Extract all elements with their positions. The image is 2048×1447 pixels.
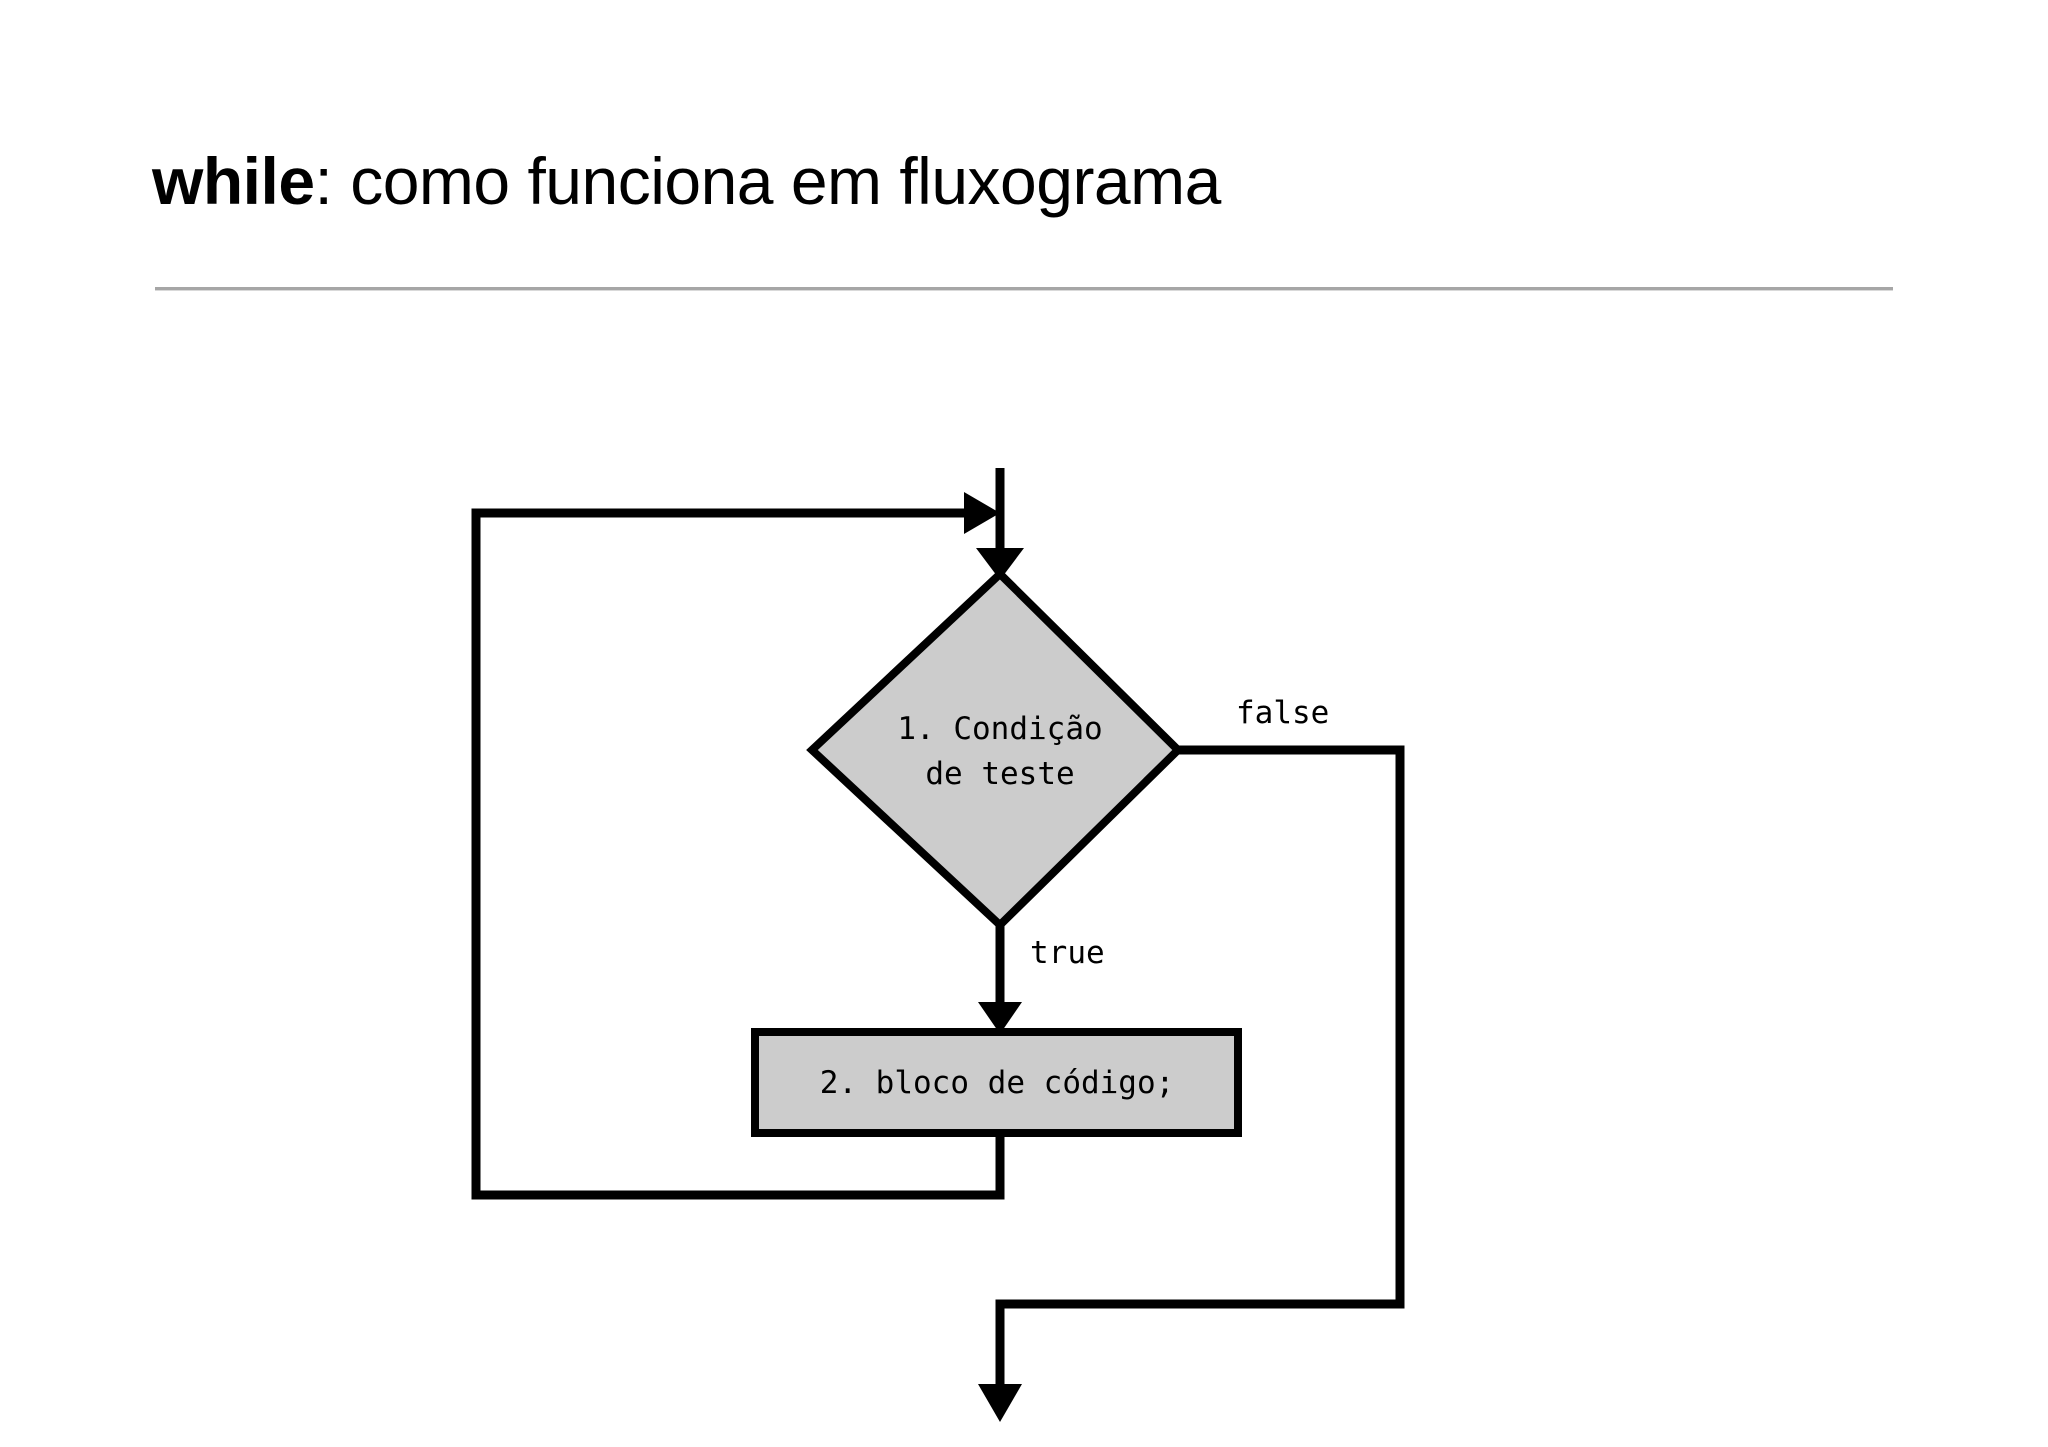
- edge-label-false: false: [1236, 695, 1330, 731]
- true-branch-connector: [978, 925, 1022, 1034]
- title-keyword: while: [152, 144, 315, 218]
- edge-label-true: true: [1030, 935, 1105, 971]
- false-branch-connector: [978, 745, 1405, 1422]
- entry-connector: [976, 468, 1024, 580]
- decision-node: [806, 568, 1184, 931]
- page-title: while: como funciona em fluxograma: [152, 148, 1912, 214]
- title-remainder: : como funciona em fluxograma: [314, 144, 1222, 218]
- process-node: [751, 1028, 1242, 1137]
- title-divider: [155, 287, 1893, 291]
- loopback-connector: [471, 492, 1005, 1200]
